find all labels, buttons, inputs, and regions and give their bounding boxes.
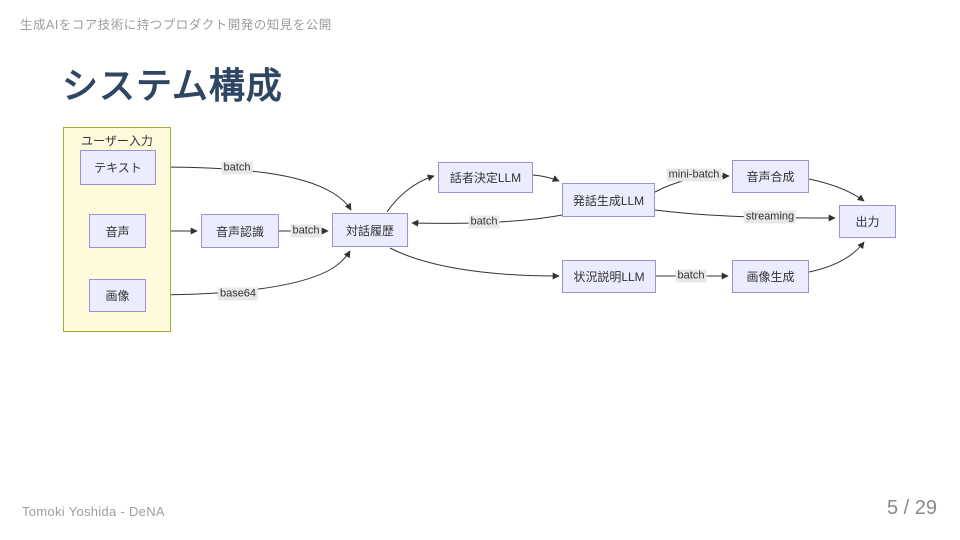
page-title: システム構成	[62, 65, 283, 106]
page-number: 5 / 29	[886, 497, 937, 519]
edge-utterance-to-output	[654, 209, 836, 222]
node-situation-description-llm: 状況説明LLM	[562, 260, 656, 293]
edge-label-image-to-history: base64	[217, 287, 259, 301]
edge-history-to-speaker	[386, 174, 435, 213]
footer-author: Tomoki Yoshida - DeNA	[22, 504, 165, 519]
node-utterance-generation-llm: 発話生成LLM	[562, 183, 655, 217]
edge-label-utterance-to-history: batch	[468, 215, 500, 229]
node-output: 出力	[839, 205, 896, 238]
edge-speaker-to-utterance	[532, 174, 560, 182]
edge-label-utterance-to-tts: mini-batch	[666, 168, 722, 182]
node-image-generation: 画像生成	[732, 260, 809, 293]
node-dialog-history: 対話履歴	[332, 213, 408, 247]
user-input-group-label: ユーザー入力	[81, 134, 153, 148]
edge-history-to-situation	[389, 247, 560, 280]
edge-label-text-to-history: batch	[221, 161, 253, 175]
node-image-input: 画像	[89, 279, 146, 312]
node-speech-synthesis: 音声合成	[732, 160, 809, 193]
edge-label-utterance-to-output: streaming	[743, 210, 797, 224]
edge-label-asr-to-history: batch	[290, 224, 322, 238]
node-speaker-decision-llm: 話者決定LLM	[438, 162, 533, 193]
edge-image-to-history	[145, 250, 351, 296]
edge-label-situation-to-imagegen: batch	[675, 269, 707, 283]
edge-text-to-history	[155, 166, 352, 211]
edge-imagegen-to-output	[808, 241, 865, 273]
node-voice-input: 音声	[89, 214, 146, 248]
header-text: 生成AIをコア技術に持つプロダクト開発の知見を公開	[20, 18, 332, 32]
node-text-input: テキスト	[80, 150, 156, 185]
edge-tts-to-output	[808, 178, 865, 202]
node-speech-recognition: 音声認識	[201, 214, 279, 248]
